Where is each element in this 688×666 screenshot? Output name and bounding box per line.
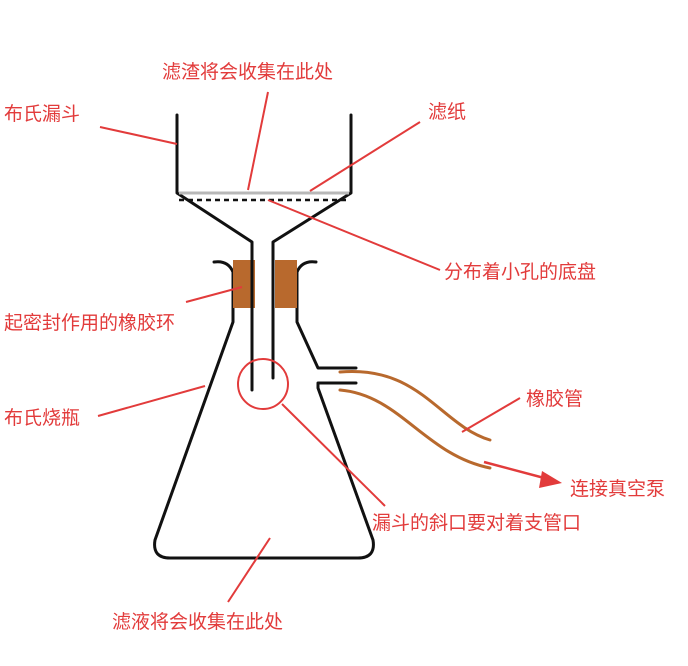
rubber-tube xyxy=(338,369,492,470)
leader-filter-paper xyxy=(309,121,421,192)
label-to-vacuum-pump: 连接真空泵 xyxy=(570,478,665,500)
leader-rubber-tube xyxy=(461,397,521,433)
leader-perforated-plate xyxy=(267,199,441,271)
label-funnel-bevel: 漏斗的斜口要对着支管口 xyxy=(372,512,581,534)
leader-lines xyxy=(97,91,521,603)
leader-rubber-ring xyxy=(185,286,243,303)
vacuum-arrow xyxy=(483,460,562,488)
leader-residue xyxy=(247,91,269,191)
label-residue: 滤渣将会收集在此处 xyxy=(162,61,333,83)
leader-buchner-funnel xyxy=(99,126,178,145)
label-buchner-funnel: 布氏漏斗 xyxy=(4,103,80,125)
label-filter-paper: 滤纸 xyxy=(428,101,466,123)
label-filtrate: 滤液将会收集在此处 xyxy=(112,611,283,633)
label-buchner-flask: 布氏烧瓶 xyxy=(4,407,80,429)
buchner-flask xyxy=(153,260,375,560)
rubber-ring xyxy=(233,260,297,308)
leader-buchner-flask xyxy=(97,385,206,417)
label-perforated-plate: 分布着小孔的底盘 xyxy=(444,261,596,283)
leader-filtrate xyxy=(227,537,271,603)
leader-funnel-bevel xyxy=(281,403,386,507)
label-rubber-tube: 橡胶管 xyxy=(526,388,583,410)
label-rubber-ring: 起密封作用的橡胶环 xyxy=(4,312,175,334)
buchner-funnel xyxy=(175,113,353,392)
bevel-highlight-circle xyxy=(237,358,289,410)
